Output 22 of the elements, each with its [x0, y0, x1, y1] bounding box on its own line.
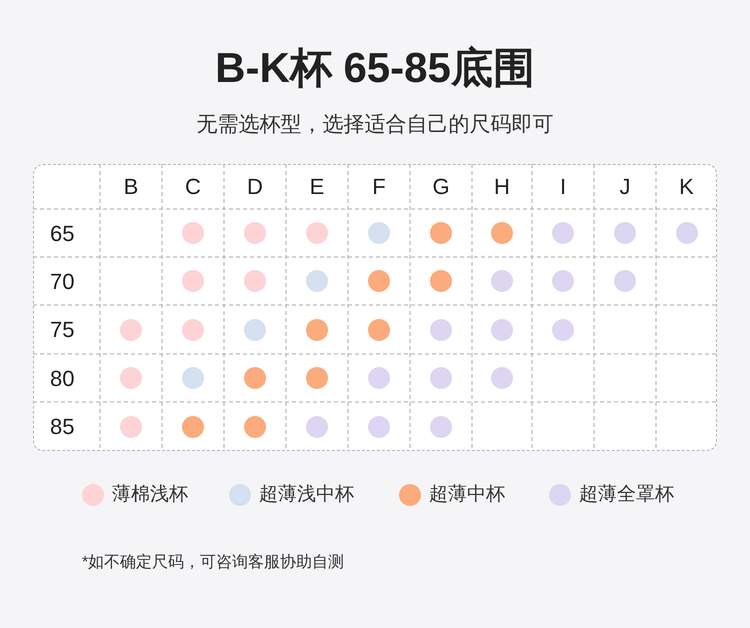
footnote: *如不确定尺码，可咨询客服协助自测 [82, 552, 344, 573]
column-header: G [431, 173, 451, 201]
column-header: B [122, 173, 140, 201]
column-header: H [493, 173, 511, 201]
row-header: 65 [50, 220, 74, 248]
legend-label: 超薄中杯 [429, 483, 505, 507]
column-header: J [618, 173, 632, 201]
column-header: I [558, 173, 568, 201]
row-header: 75 [50, 316, 74, 344]
column-header: C [184, 173, 202, 201]
column-header: K [678, 173, 695, 201]
title: B-K杯 65-85底围 [214, 43, 536, 93]
column-header: F [371, 173, 387, 201]
subtitle: 无需选杯型，选择适合自己的尺码即可 [196, 112, 554, 138]
row-header: 70 [50, 268, 74, 296]
column-header: D [246, 173, 264, 201]
legend-label: 超薄浅中杯 [259, 483, 354, 507]
row-header: 85 [50, 413, 74, 441]
legend-label: 超薄全罩杯 [579, 483, 674, 507]
legend-label: 薄棉浅杯 [112, 483, 188, 507]
column-header: E [308, 173, 326, 201]
row-header: 80 [50, 365, 74, 393]
